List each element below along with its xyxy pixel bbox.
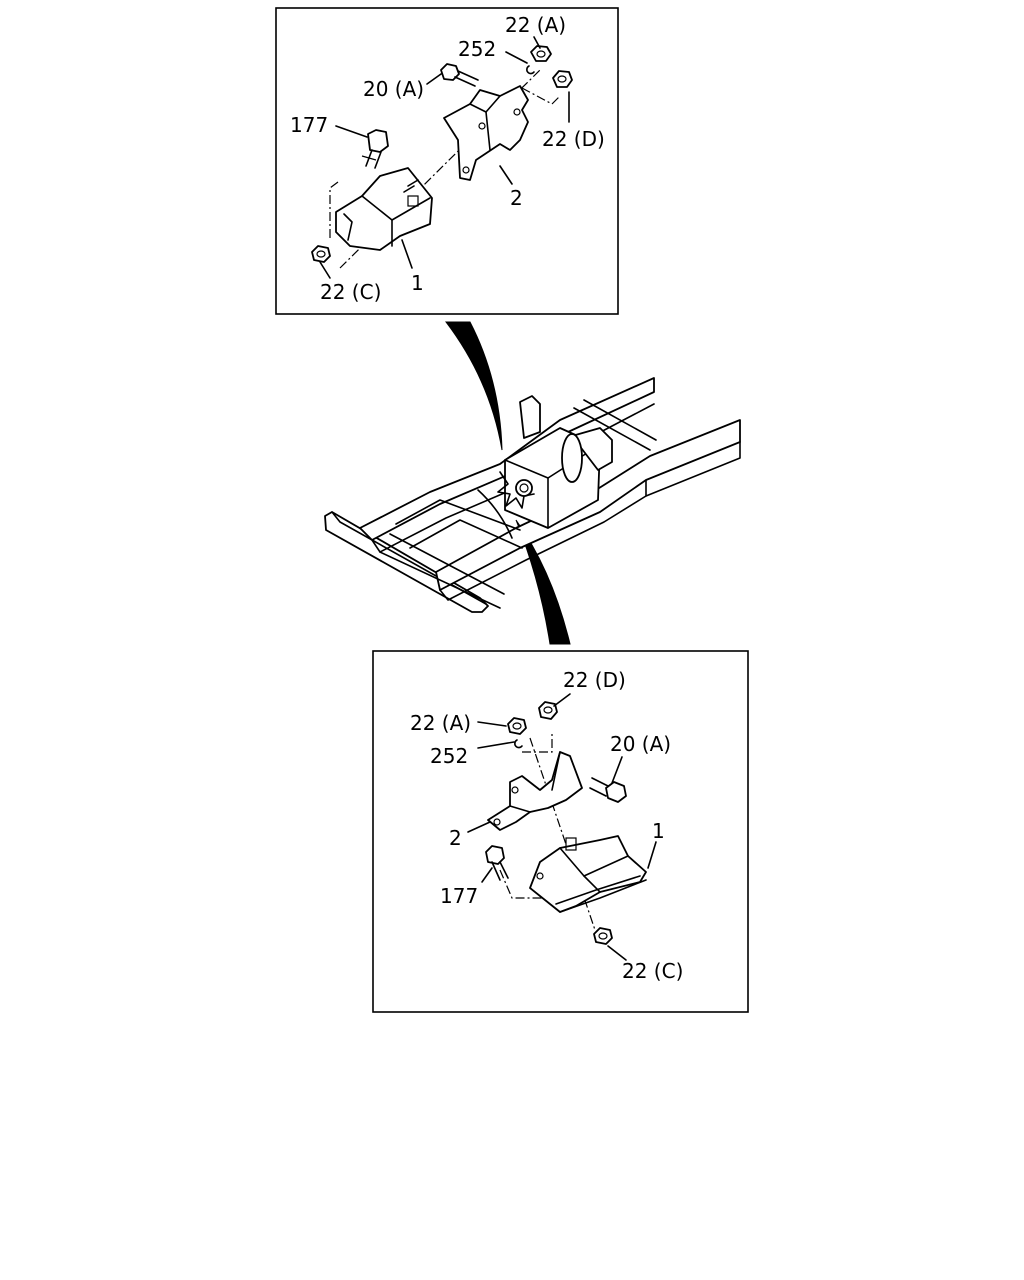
bracket-2-top — [443, 85, 529, 181]
bracket-2-bottom — [487, 751, 583, 831]
washer-252-top — [526, 65, 535, 75]
bottom-detail-panel: 22 (D) 22 (A) 252 20 (A) 2 1 177 22 (C) — [372, 650, 749, 1013]
label-22a-top: 22 (A) — [505, 13, 566, 37]
label-177-bottom: 177 — [440, 884, 478, 908]
nut-22d-top — [552, 70, 573, 88]
washer-252-bottom — [514, 739, 523, 749]
mount-location-marker — [477, 471, 535, 539]
nut-22d-bottom — [538, 701, 558, 720]
bolt-177-bottom — [485, 845, 509, 881]
label-22c-top: 22 (C) — [320, 280, 381, 304]
nut-22c-bottom — [593, 927, 613, 945]
label-22d-top: 22 (D) — [542, 127, 605, 151]
label-2-top: 2 — [510, 186, 523, 210]
chassis-frame-overview — [324, 377, 741, 613]
bolt-20a-bottom — [589, 777, 627, 803]
label-20a-bottom: 20 (A) — [610, 732, 671, 756]
label-20a-top: 20 (A) — [363, 77, 424, 101]
label-1-top: 1 — [411, 271, 424, 295]
mount-1-bottom — [529, 835, 647, 913]
label-252-top: 252 — [458, 37, 496, 61]
nut-22a-top — [530, 45, 552, 62]
pointer-to-top-detail — [444, 321, 503, 451]
bolt-20a-top — [440, 63, 479, 87]
label-1-bottom: 1 — [652, 819, 665, 843]
label-2-bottom: 2 — [449, 826, 462, 850]
label-22d-bottom: 22 (D) — [563, 668, 626, 692]
label-252-bottom: 252 — [430, 744, 468, 768]
top-detail-frame — [275, 7, 619, 315]
top-detail-panel: 22 (A) 252 20 (A) 177 22 (D) 2 1 22 (C) — [275, 7, 619, 315]
nut-22c-top — [311, 245, 331, 263]
label-22a-bottom: 22 (A) — [410, 711, 471, 735]
mount-1-top — [335, 167, 433, 251]
label-177-top: 177 — [290, 113, 328, 137]
bottom-detail-frame — [372, 650, 749, 1013]
bolt-177-top — [361, 129, 389, 169]
label-22c-bottom: 22 (C) — [622, 959, 683, 983]
nut-22a-bottom — [507, 717, 527, 735]
